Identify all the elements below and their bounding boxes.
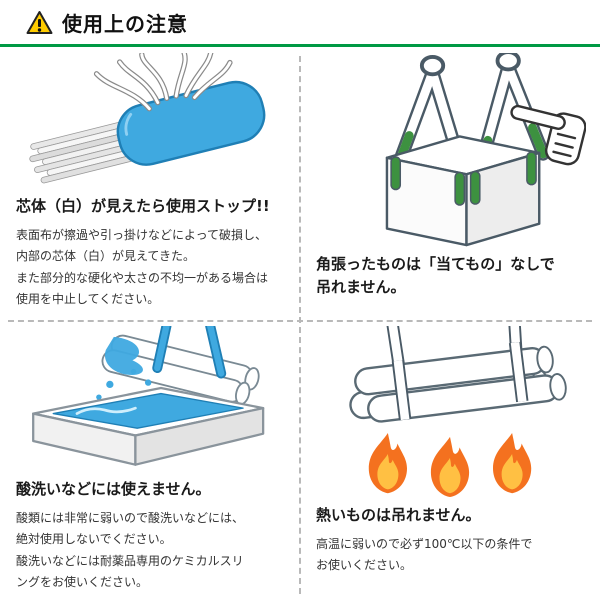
- acid-bath-illustration: [14, 326, 286, 472]
- section-frayed-core: 芯体（白）が見えたら使用ストップ!! 表面布が擦過や引っ掛けなどによって破損し、…: [0, 47, 300, 320]
- warning-triangle-icon: [26, 10, 53, 34]
- vertical-divider: [299, 56, 301, 594]
- header-divider: [0, 44, 600, 47]
- section-title: 角張ったものは「当てもの」なしで 吊れません。: [316, 255, 555, 296]
- section-body: 表面布が擦過や引っ掛けなどによって破損し、 内部の芯体（白）が見えてきた。 また…: [16, 227, 269, 307]
- acid-splash-on-load: [105, 336, 143, 375]
- section-title: 芯体（白）が見えたら使用ストップ!!: [16, 197, 270, 215]
- pointing-hand-icon: [510, 104, 586, 166]
- hot-pipes: [349, 345, 567, 423]
- acid-tray: [32, 386, 265, 466]
- header: 使用上の注意: [0, 0, 600, 44]
- flame-icons: [368, 433, 532, 498]
- corner-protectors: [390, 151, 537, 206]
- section-sharp-edges: 角張ったものは「当てもの」なしで 吊れません。: [300, 47, 600, 320]
- section-body: 高温に弱いので必ず100℃以下の条件で お使いください。: [316, 536, 533, 573]
- section-heat: 熱いものは吊れません。 高温に弱いので必ず100℃以下の条件で お使いください。: [300, 320, 600, 600]
- section-title: 熱いものは吊れません。: [316, 506, 481, 524]
- acid-liquid: [52, 392, 244, 429]
- square-box: [385, 135, 541, 247]
- section-title: 酸洗いなどには使えません。: [16, 480, 211, 498]
- splash-drops: [96, 368, 152, 400]
- section-acid: 酸洗いなどには使えません。 酸類には非常に弱いので酸洗いなどには、 絶対使用しな…: [0, 320, 300, 600]
- section-body: 酸類には非常に弱いので酸洗いなどには、 絶対使用しないでください。 酸洗いなどに…: [16, 510, 245, 590]
- horizontal-divider: [8, 320, 592, 322]
- strap-loop: [419, 54, 446, 77]
- hot-load-flames-illustration: [314, 326, 586, 498]
- blue-sling-belt: [116, 80, 266, 166]
- strap-wrap: [391, 341, 529, 421]
- blue-straps: [152, 326, 227, 379]
- frayed-sling-illustration: [14, 53, 286, 189]
- core-straws: [29, 121, 137, 184]
- strap-loop: [495, 53, 521, 72]
- frayed-white-strands: [93, 53, 233, 112]
- page-title: 使用上の注意: [62, 11, 188, 36]
- content-grid: 芯体（白）が見えたら使用ストップ!! 表面布が擦過や引っ掛けなどによって破損し、…: [0, 47, 600, 600]
- box-sling-pointing-hand-illustration: [314, 53, 586, 247]
